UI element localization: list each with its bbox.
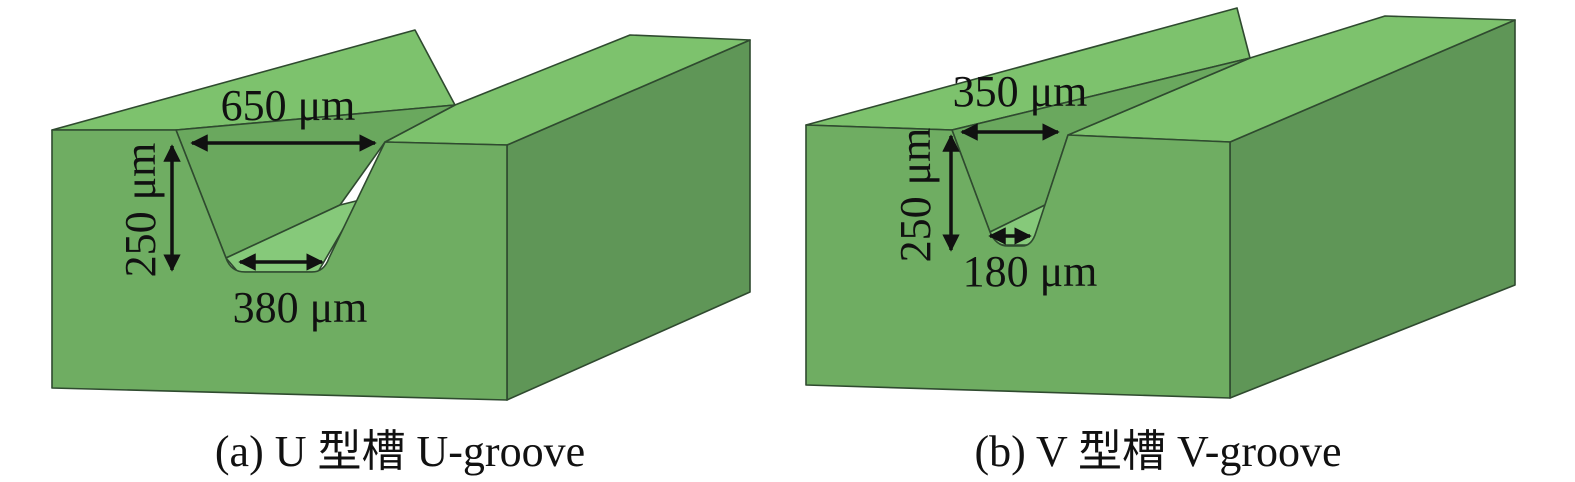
- v-bottom-width-label: 180 μm: [963, 247, 1098, 296]
- v-groove-block: [805, 7, 1516, 399]
- v-dimension-lines: [942, 123, 1060, 252]
- u-dimension-lines: [163, 134, 377, 272]
- v-depth-label: 250 μm: [891, 128, 940, 263]
- u-top-width-label: 650 μm: [221, 81, 356, 130]
- u-bottom-width-label: 380 μm: [233, 283, 368, 332]
- caption-u-groove: (a) U 型槽 U-groove: [215, 427, 585, 476]
- caption-v-groove: (b) V 型槽 V-groove: [974, 427, 1341, 476]
- v-top-width-label: 350 μm: [953, 67, 1088, 116]
- u-depth-label: 250 μm: [116, 143, 165, 278]
